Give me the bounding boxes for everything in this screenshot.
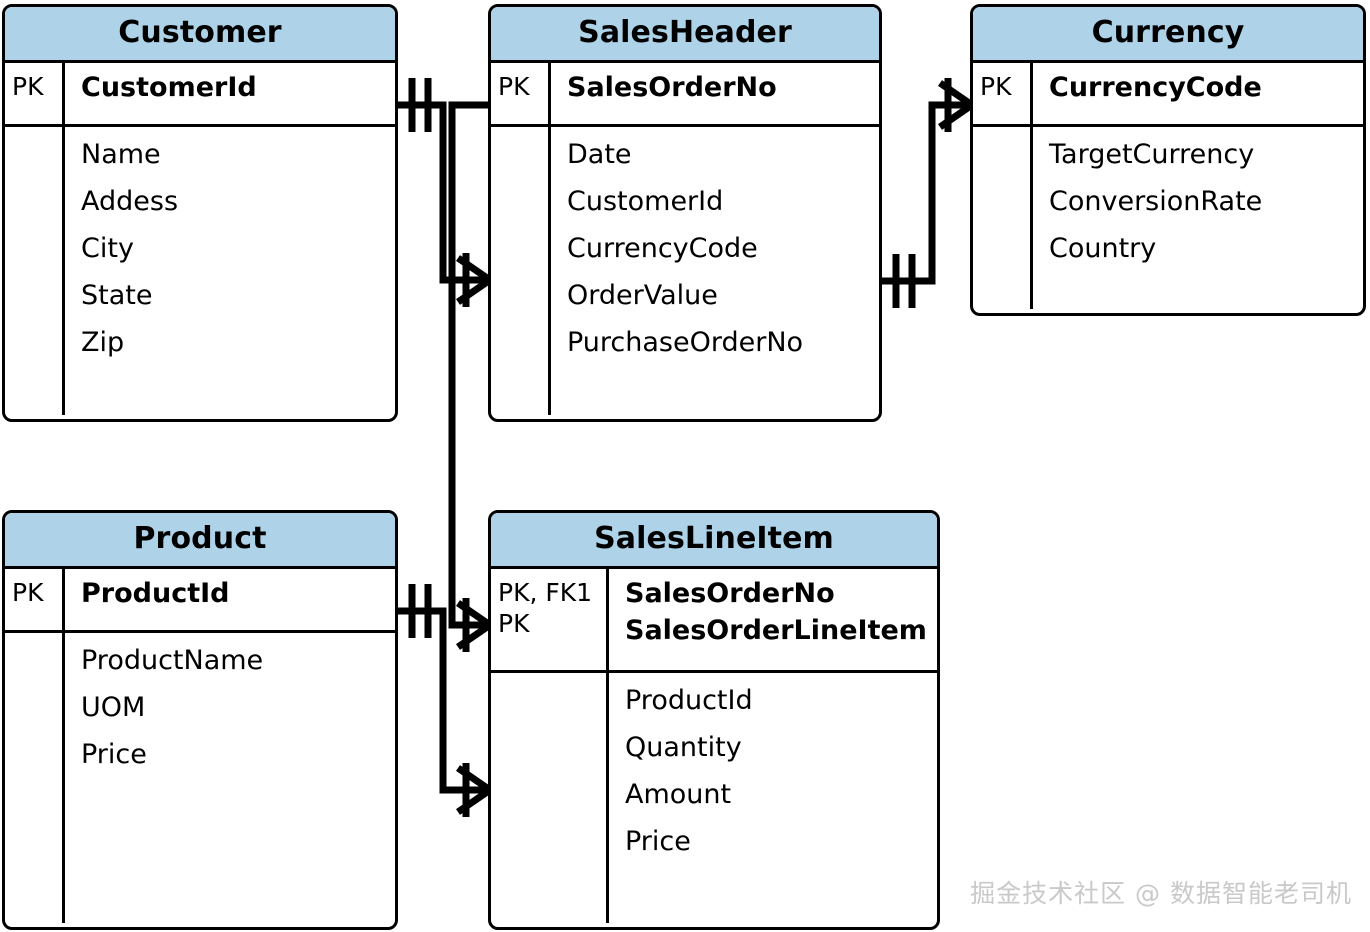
field-city: City bbox=[81, 232, 134, 264]
entity-attr-section-product: ProductName UOM Price bbox=[5, 633, 395, 923]
relationship-salesheader-saleslineitem bbox=[448, 101, 492, 652]
entity-key-section-saleslineitem: PK, FK1 PK SalesOrderNo SalesOrderLineIt… bbox=[491, 569, 937, 673]
key-column-currency: PK bbox=[973, 63, 1033, 124]
field-date: Date bbox=[567, 139, 632, 170]
field-productid: ProductId bbox=[81, 578, 230, 609]
field-currencycode: CurrencyCode bbox=[567, 232, 758, 264]
field-productname: ProductName bbox=[81, 645, 264, 676]
entity-attr-section-saleslineitem: ProductId Quantity Amount Price bbox=[491, 673, 937, 923]
attr-key-column-product bbox=[5, 633, 65, 923]
key-column-saleslineitem: PK, FK1 PK bbox=[491, 569, 609, 670]
field-customerid: CustomerId bbox=[81, 72, 257, 103]
entity-attr-section-currency: TargetCurrency ConversionRate Country bbox=[973, 127, 1363, 309]
field-zip: Zip bbox=[81, 326, 125, 358]
field-price: Price bbox=[625, 825, 691, 857]
key-label: PK bbox=[12, 578, 44, 607]
attr-key-column-customer bbox=[5, 127, 65, 415]
field-purchaseorderno: PurchaseOrderNo bbox=[567, 326, 804, 358]
relationship-customer-salesheader bbox=[398, 78, 492, 307]
attr-field-column-product: ProductName UOM Price bbox=[65, 633, 395, 923]
entity-salesheader[interactable]: SalesHeader PK SalesOrderNo Date Custome… bbox=[488, 4, 882, 422]
entity-title-customer: Customer bbox=[5, 7, 395, 63]
entity-key-section-customer: PK CustomerId bbox=[5, 63, 395, 127]
entity-key-section-product: PK ProductId bbox=[5, 569, 395, 633]
key-field-column-salesheader: SalesOrderNo bbox=[551, 63, 879, 124]
field-addess: Addess bbox=[81, 185, 179, 217]
attr-field-column-salesheader: Date CustomerId CurrencyCode OrderValue … bbox=[551, 127, 879, 415]
entity-attr-section-customer: Name Addess City State Zip bbox=[5, 127, 395, 415]
field-salesorderlineitem: SalesOrderLineItem bbox=[625, 614, 927, 646]
attr-key-column-currency bbox=[973, 127, 1033, 309]
field-salesorderno: SalesOrderNo bbox=[625, 578, 835, 609]
field-state: State bbox=[81, 279, 153, 311]
field-country: Country bbox=[1049, 232, 1157, 264]
key-field-column-product: ProductId bbox=[65, 569, 395, 630]
entity-title-currency: Currency bbox=[973, 7, 1363, 63]
attr-field-column-saleslineitem: ProductId Quantity Amount Price bbox=[609, 673, 937, 923]
field-price: Price bbox=[81, 738, 147, 770]
attr-key-column-saleslineitem bbox=[491, 673, 609, 923]
key-label-pk-fk1: PK, FK1 bbox=[498, 578, 593, 607]
key-column-customer: PK bbox=[5, 63, 65, 124]
watermark-text: 掘金技术社区 @ 数据智能老司机 bbox=[970, 879, 1352, 908]
entity-title-salesheader: SalesHeader bbox=[491, 7, 879, 63]
field-productid: ProductId bbox=[625, 685, 753, 716]
field-name: Name bbox=[81, 139, 161, 170]
field-ordervalue: OrderValue bbox=[567, 279, 718, 311]
attr-field-column-currency: TargetCurrency ConversionRate Country bbox=[1033, 127, 1363, 309]
entity-customer[interactable]: Customer PK CustomerId Name Addess City … bbox=[2, 4, 398, 422]
field-targetcurrency: TargetCurrency bbox=[1049, 139, 1255, 170]
key-label: PK bbox=[12, 72, 44, 101]
key-label: PK bbox=[498, 72, 530, 101]
field-salesorderno: SalesOrderNo bbox=[567, 72, 777, 103]
relationship-salesheader-currency bbox=[882, 78, 974, 308]
entity-attr-section-salesheader: Date CustomerId CurrencyCode OrderValue … bbox=[491, 127, 879, 415]
relationship-product-saleslineitem bbox=[398, 584, 492, 817]
field-customerid: CustomerId bbox=[567, 185, 724, 217]
field-quantity: Quantity bbox=[625, 731, 742, 763]
entity-key-section-salesheader: PK SalesOrderNo bbox=[491, 63, 879, 127]
key-label: PK bbox=[980, 72, 1012, 101]
entity-currency[interactable]: Currency PK CurrencyCode TargetCurrency … bbox=[970, 4, 1366, 316]
field-amount: Amount bbox=[625, 778, 732, 810]
key-column-product: PK bbox=[5, 569, 65, 630]
field-conversionrate: ConversionRate bbox=[1049, 185, 1263, 217]
entity-title-product: Product bbox=[5, 513, 395, 569]
key-field-column-currency: CurrencyCode bbox=[1033, 63, 1363, 124]
entity-product[interactable]: Product PK ProductId ProductName UOM Pri… bbox=[2, 510, 398, 930]
attr-field-column-customer: Name Addess City State Zip bbox=[65, 127, 395, 415]
attr-key-column-salesheader bbox=[491, 127, 551, 415]
key-column-salesheader: PK bbox=[491, 63, 551, 124]
entity-key-section-currency: PK CurrencyCode bbox=[973, 63, 1363, 127]
key-field-column-saleslineitem: SalesOrderNo SalesOrderLineItem bbox=[609, 569, 937, 670]
key-label-pk: PK bbox=[498, 608, 530, 638]
field-currencycode: CurrencyCode bbox=[1049, 72, 1262, 103]
entity-saleslineitem[interactable]: SalesLineItem PK, FK1 PK SalesOrderNo Sa… bbox=[488, 510, 940, 930]
entity-title-saleslineitem: SalesLineItem bbox=[491, 513, 937, 569]
field-uom: UOM bbox=[81, 691, 146, 723]
key-field-column-customer: CustomerId bbox=[65, 63, 395, 124]
